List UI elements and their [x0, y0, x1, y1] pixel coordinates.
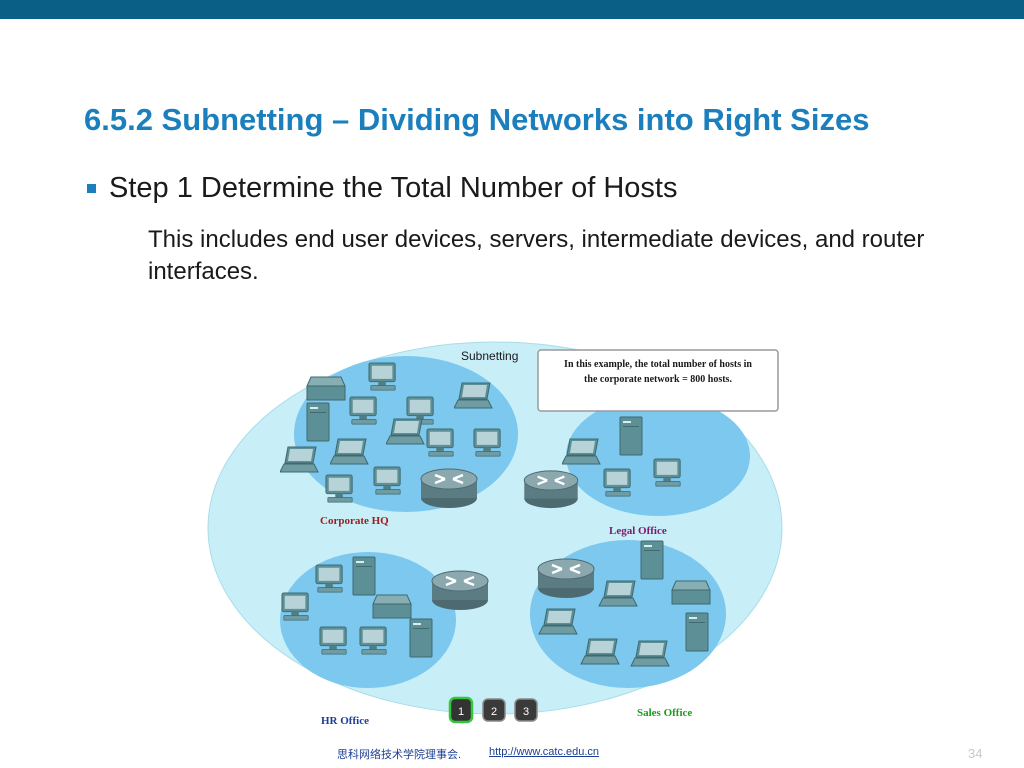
server-icon: [352, 556, 376, 596]
pc-icon: [281, 592, 309, 621]
callout-text-line1: In this example, the total number of hos…: [564, 359, 752, 370]
step-1-button[interactable]: 1: [448, 696, 474, 724]
callout-text-line2: the corporate network = 800 hosts.: [584, 374, 732, 385]
printer-icon: [372, 594, 412, 619]
step-2-button[interactable]: 2: [482, 698, 506, 722]
footer-website-link[interactable]: http://www.catc.edu.cn: [489, 746, 600, 758]
router-icon: [536, 557, 596, 600]
bullet-heading: Step 1 Determine the Total Number of Hos…: [109, 172, 678, 204]
callout-box: In this example, the total number of hos…: [537, 349, 779, 412]
legal-office-label: Legal Office: [609, 525, 667, 537]
server-icon: [685, 612, 709, 652]
server-icon: [409, 618, 433, 658]
bullet-marker: [87, 184, 96, 193]
router-icon: [430, 569, 490, 612]
subnetting-diagram: Subnetting In this example, the total nu…: [207, 341, 783, 727]
printer-icon: [306, 376, 346, 401]
slide-title: 6.5.2 Subnetting – Dividing Networks int…: [84, 102, 870, 137]
step-navigation: 1 2 3: [448, 696, 538, 724]
printer-icon: [671, 580, 711, 605]
pc-icon: [315, 564, 343, 593]
pc-icon: [319, 626, 347, 655]
hr-office-label: HR Office: [321, 715, 369, 727]
pc-icon: [603, 468, 631, 497]
footer-organization: 思科网络技术学院理事会.: [337, 749, 462, 761]
page-number: 34: [968, 746, 983, 761]
pc-icon: [359, 626, 387, 655]
pc-icon: [349, 396, 377, 425]
pc-icon: [426, 428, 454, 457]
server-icon: [619, 416, 643, 456]
pc-icon: [325, 474, 353, 503]
step-2-label: 2: [491, 706, 497, 718]
step-1-label: 1: [458, 706, 464, 718]
pc-icon: [653, 458, 681, 487]
server-icon: [640, 540, 664, 580]
step-3-button[interactable]: 3: [514, 698, 538, 722]
sales-office-label: Sales Office: [637, 707, 692, 719]
corporate-hq-label: Corporate HQ: [320, 515, 389, 527]
router-icon: [419, 467, 479, 510]
router-icon: [523, 469, 579, 510]
pc-icon: [368, 362, 396, 391]
top-banner: [0, 0, 1024, 19]
server-icon: [306, 402, 330, 442]
diagram-title: Subnetting: [461, 349, 518, 363]
pc-icon: [473, 428, 501, 457]
step-3-label: 3: [523, 706, 529, 718]
bullet-description: This includes end user devices, servers,…: [148, 226, 925, 285]
pc-icon: [373, 466, 401, 495]
